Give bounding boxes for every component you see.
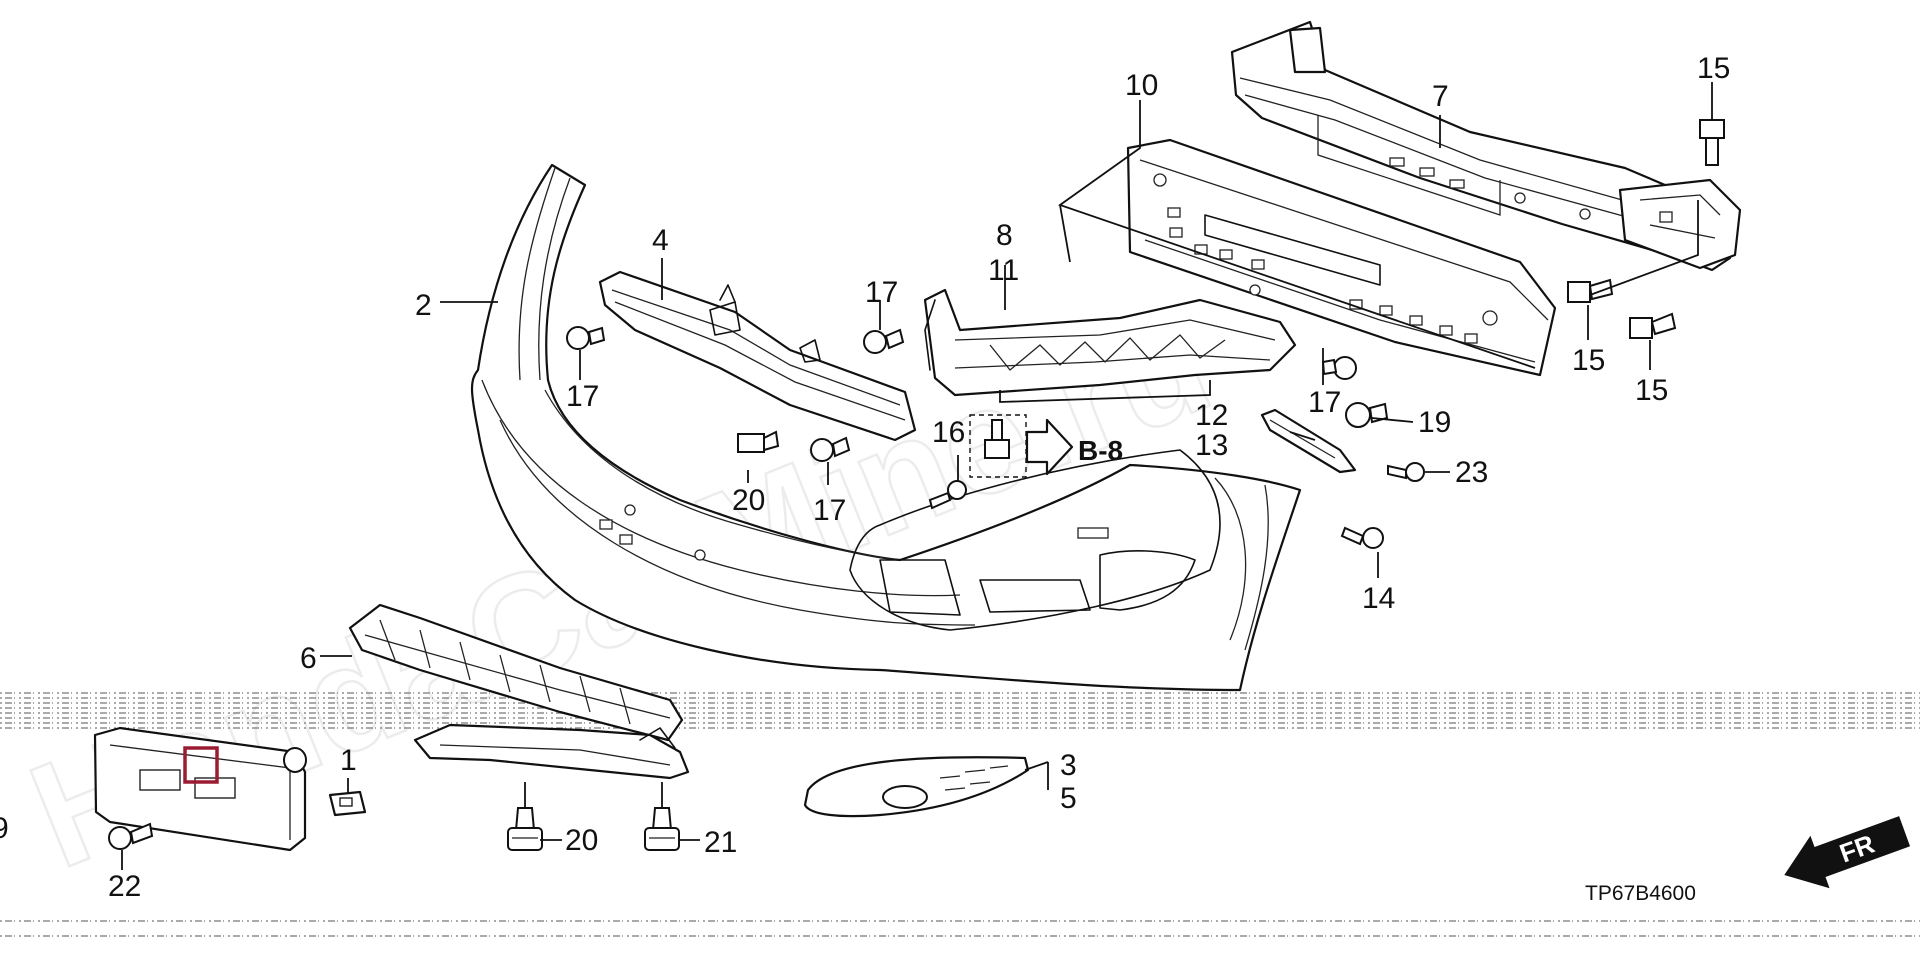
clip-21 <box>644 807 680 851</box>
callout-10: 10 <box>1125 69 1158 102</box>
callout-17-a: 17 <box>566 380 599 413</box>
part-12-bracket <box>1260 408 1357 474</box>
callout-22: 22 <box>108 870 141 903</box>
callout-9-partial: 9 <box>0 812 9 845</box>
callout-2: 2 <box>415 289 432 322</box>
lower-cover <box>413 723 690 780</box>
bolt-22 <box>108 822 154 850</box>
clip-17-d <box>1321 356 1357 380</box>
callout-14: 14 <box>1362 582 1395 615</box>
license-plate-base <box>93 726 307 852</box>
fasteners <box>108 119 1725 851</box>
callout-15-left: 15 <box>1572 344 1605 377</box>
callout-7: 7 <box>1432 80 1449 113</box>
part-2-bumper-face <box>470 163 1302 692</box>
callout-6: 6 <box>300 642 317 675</box>
screw-23 <box>1387 462 1425 482</box>
callout-20-a: 20 <box>732 484 765 517</box>
callout-1: 1 <box>340 744 357 777</box>
callout-20-b: 20 <box>565 824 598 857</box>
clip-17-a <box>566 326 606 350</box>
clip-b8 <box>969 414 1074 478</box>
bolt-15-c <box>1629 312 1677 339</box>
part-10-absorber <box>1126 138 1557 377</box>
callouts: 1 2 3 4 5 6 7 8 10 11 12 13 14 15 15 15 … <box>0 52 1730 905</box>
diagram-code: TP67B4600 <box>1585 882 1696 905</box>
reference-b8: B-8 <box>1078 435 1123 466</box>
part-3-fog-garnish <box>803 756 1030 818</box>
callout-3: 3 <box>1060 749 1077 782</box>
part-7-bumper-beam <box>1230 20 1742 272</box>
scan-noise <box>0 692 1920 937</box>
callout-17-d: 17 <box>1308 386 1341 419</box>
callout-13: 13 <box>1195 429 1228 462</box>
bolt-15-b <box>1567 278 1614 303</box>
front-arrow: FR <box>1784 816 1911 889</box>
nut-1 <box>328 790 367 817</box>
clip-20-a <box>737 430 780 453</box>
screw-16 <box>928 480 967 510</box>
leader-lines <box>121 82 1713 870</box>
clip-17-c <box>810 436 851 462</box>
callout-11: 11 <box>988 254 1019 287</box>
highlight-marker <box>183 746 219 784</box>
callout-12: 12 <box>1195 399 1228 432</box>
part-6-grille <box>348 603 684 742</box>
grommet <box>283 747 307 773</box>
clip-17-b <box>863 328 905 354</box>
callout-16: 16 <box>932 416 965 449</box>
callout-17-b: 17 <box>865 276 898 309</box>
callout-17-c: 17 <box>813 494 846 527</box>
callout-23: 23 <box>1455 456 1488 489</box>
clip-20-b <box>507 807 543 851</box>
callout-15-top: 15 <box>1697 52 1730 85</box>
callout-15-right: 15 <box>1635 374 1668 407</box>
callout-21: 21 <box>704 826 737 859</box>
callout-19: 19 <box>1418 406 1451 439</box>
part-4-spacer <box>598 270 917 442</box>
callout-8: 8 <box>996 219 1013 252</box>
clip-19 <box>1345 402 1389 428</box>
callout-4: 4 <box>652 224 669 257</box>
callout-5: 5 <box>1060 782 1077 815</box>
part-8-bracket <box>923 288 1297 397</box>
bolt-15-a <box>1699 119 1725 166</box>
screw-14 <box>1340 526 1384 549</box>
